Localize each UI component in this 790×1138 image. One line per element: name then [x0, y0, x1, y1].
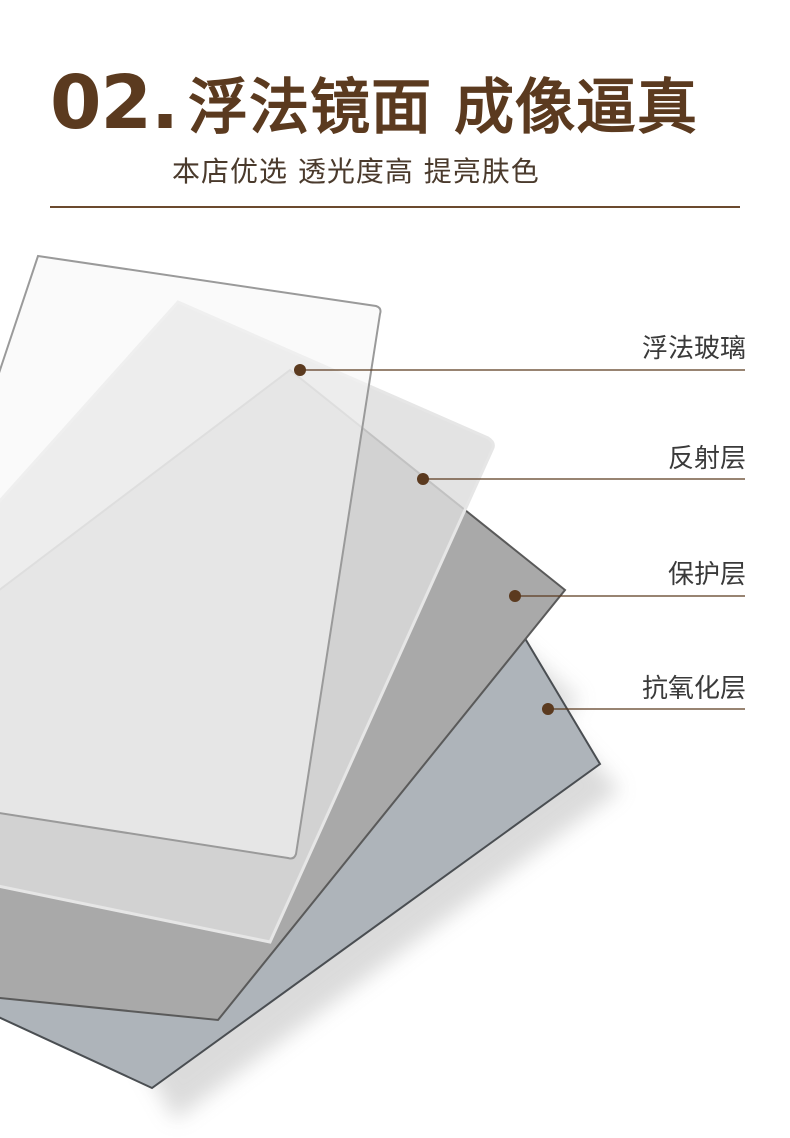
subtitle: 本店优选 透光度高 提亮肤色 [172, 155, 540, 188]
section-number: 02. [50, 60, 179, 146]
leader-dot-protective [509, 590, 521, 602]
float-glass-layer [0, 254, 382, 860]
leader-lines [300, 369, 745, 710]
mirror-layers-illustration: 浮法玻璃 反射层 保护层 抗氧化层 [0, 230, 790, 1138]
leader-dot-anti-oxidation [542, 703, 554, 715]
header: 02. 浮法镜面 成像逼真 本店优选 透光度高 提亮肤色 [0, 0, 790, 220]
leader-dots [294, 364, 554, 715]
section-title: 浮法镜面 成像逼真 [188, 73, 698, 143]
header-divider [50, 206, 740, 208]
label-reflective-layer: 反射层 [667, 444, 746, 474]
layers-graphic [0, 254, 745, 1120]
label-float-glass: 浮法玻璃 [641, 334, 746, 364]
label-protective-layer: 保护层 [667, 560, 746, 590]
label-anti-oxidation-layer: 抗氧化层 [641, 674, 746, 704]
leader-dot-reflective [417, 473, 429, 485]
leader-dot-float-glass [294, 364, 306, 376]
page-title: 02. 浮法镜面 成像逼真 [50, 60, 698, 146]
